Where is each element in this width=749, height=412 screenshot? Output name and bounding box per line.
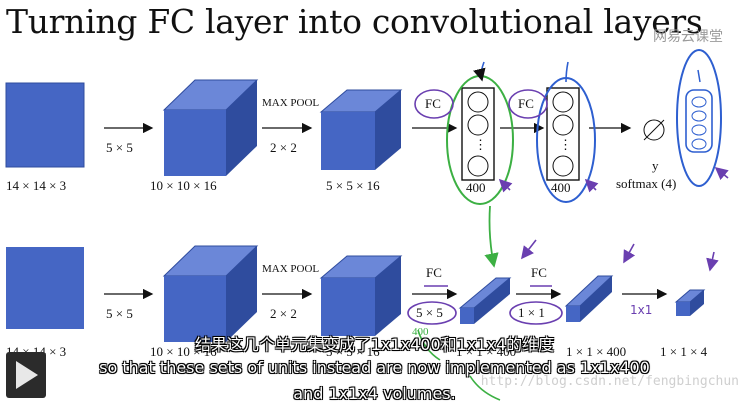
softmax-node <box>643 119 665 141</box>
filter-label-1: 5 × 5 <box>416 305 443 320</box>
volume-5x5x16 <box>319 89 403 170</box>
pool-label: MAX POOL <box>262 97 320 109</box>
softmax-ellipse-units <box>676 49 722 187</box>
volume-label-b2: 10 × 10 × 16 <box>150 344 217 359</box>
volume-10x10x16 <box>162 79 259 176</box>
purple-arrow-b2 <box>623 243 636 264</box>
volume-label-b5: 1 × 1 × 400 <box>566 344 627 359</box>
fc2-label: FC <box>518 96 534 111</box>
pool-label-b: MAX POOL <box>262 263 320 275</box>
hand-note-1x1: 1x1 <box>630 303 653 317</box>
pool-size-label: 2 × 2 <box>270 140 297 155</box>
softmax-pointer <box>714 166 729 181</box>
volume-label-b6: 1 × 1 × 4 <box>660 344 708 359</box>
subtitle-en-2: and 1x1x4 volumes. <box>293 384 456 403</box>
fc1-label: FC <box>425 96 441 111</box>
purple-arrow-bottom1 <box>498 178 513 193</box>
fc-units-2 <box>546 87 580 181</box>
dots-2: ⋮ <box>559 137 572 152</box>
hand-note-400: 400 <box>412 326 429 338</box>
green-scribble <box>417 329 501 401</box>
fc-units-1 <box>461 87 495 181</box>
purple-arrow-bottom2 <box>584 178 599 193</box>
volume-label-3: 5 × 5 × 16 <box>326 178 380 193</box>
purple-circle-fc1 <box>414 89 454 119</box>
purple-arrow-b3 <box>706 251 719 272</box>
play-icon <box>16 361 38 389</box>
volume-label-b4: 1 × 1 × 400 <box>456 344 517 359</box>
subtitle-zh: 结果这几个单元集变成了1x1x400和1x1x4的维度 <box>194 335 555 354</box>
conv-size-label-b: 5 × 5 <box>106 306 133 321</box>
softmax-label: softmax (4) <box>616 176 677 191</box>
fc1-label-b: FC <box>426 265 442 280</box>
purple-arrow-top2 <box>565 61 569 83</box>
fc2-label-b: FC <box>531 265 547 280</box>
volume-1x1x400-a <box>458 277 512 324</box>
purple-circle-1x1 <box>509 301 563 325</box>
dots-1: ⋮ <box>474 137 487 152</box>
play-button[interactable] <box>6 352 46 398</box>
purple-circle-fc2 <box>508 89 548 119</box>
conv-size-label: 5 × 5 <box>106 140 133 155</box>
volume-14x14x3-b <box>6 247 84 329</box>
filter-label-2: 1 × 1 <box>518 305 545 320</box>
volume-14x14x3 <box>5 82 85 168</box>
volume-1x1x4 <box>674 289 706 316</box>
logo: 网易云课堂 <box>653 29 723 45</box>
purple-circle-5x5 <box>407 301 457 325</box>
subtitle-en-1: so that these sets of units instead are … <box>99 358 650 377</box>
volume-label-b3: 5 × 5 × 16 <box>326 344 380 359</box>
y-label: y <box>652 158 659 173</box>
purple-arrow-b1 <box>521 239 537 260</box>
volume-1x1x400-b <box>564 275 614 322</box>
volume-label-2: 10 × 10 × 16 <box>150 178 217 193</box>
volume-10x10x16-b <box>162 245 259 342</box>
pool-size-label-b: 2 × 2 <box>270 306 297 321</box>
page-title: Turning FC layer into convolutional laye… <box>6 2 703 41</box>
units-label-1: 400 <box>466 180 486 195</box>
units-label-2: 400 <box>551 180 571 195</box>
watermark: http://blog.csdn.net/fengbingchun <box>480 374 739 389</box>
volume-5x5x16-b <box>319 255 403 336</box>
purple-arrow-top1 <box>473 61 486 82</box>
volume-label-1: 14 × 14 × 3 <box>6 178 67 193</box>
green-link-arrow <box>484 205 499 268</box>
